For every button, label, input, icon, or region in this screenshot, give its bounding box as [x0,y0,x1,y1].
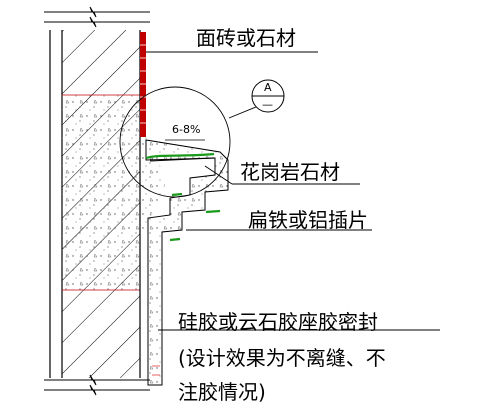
face-tile-layer [140,32,146,137]
flat-iron-label: 扁铁或铝插片 [248,208,368,232]
top-break-lines [44,6,150,28]
section-marker-top-label: A [264,81,272,94]
green-sealant [145,152,221,242]
wall-body [62,30,165,378]
slope-label: 6-8% [172,123,201,136]
section-marker-bottom-label: — [262,98,273,111]
wall-outline [49,30,63,378]
sealant-label-line3: 注胶情况) [178,380,266,404]
bottom-break-lines [44,374,150,396]
granite-label: 花岗岩石材 [240,160,340,184]
leader-lines [146,51,440,331]
face-material-label: 面砖或石材 [196,26,296,50]
detail-circle [119,86,231,198]
sealant-label-line2: (设计效果为不离缝、不 [178,346,386,370]
sealant-label-line1: 硅胶或云石胶座胶密封 [178,310,378,334]
granite-sill [145,139,229,386]
section-marker [228,79,285,119]
